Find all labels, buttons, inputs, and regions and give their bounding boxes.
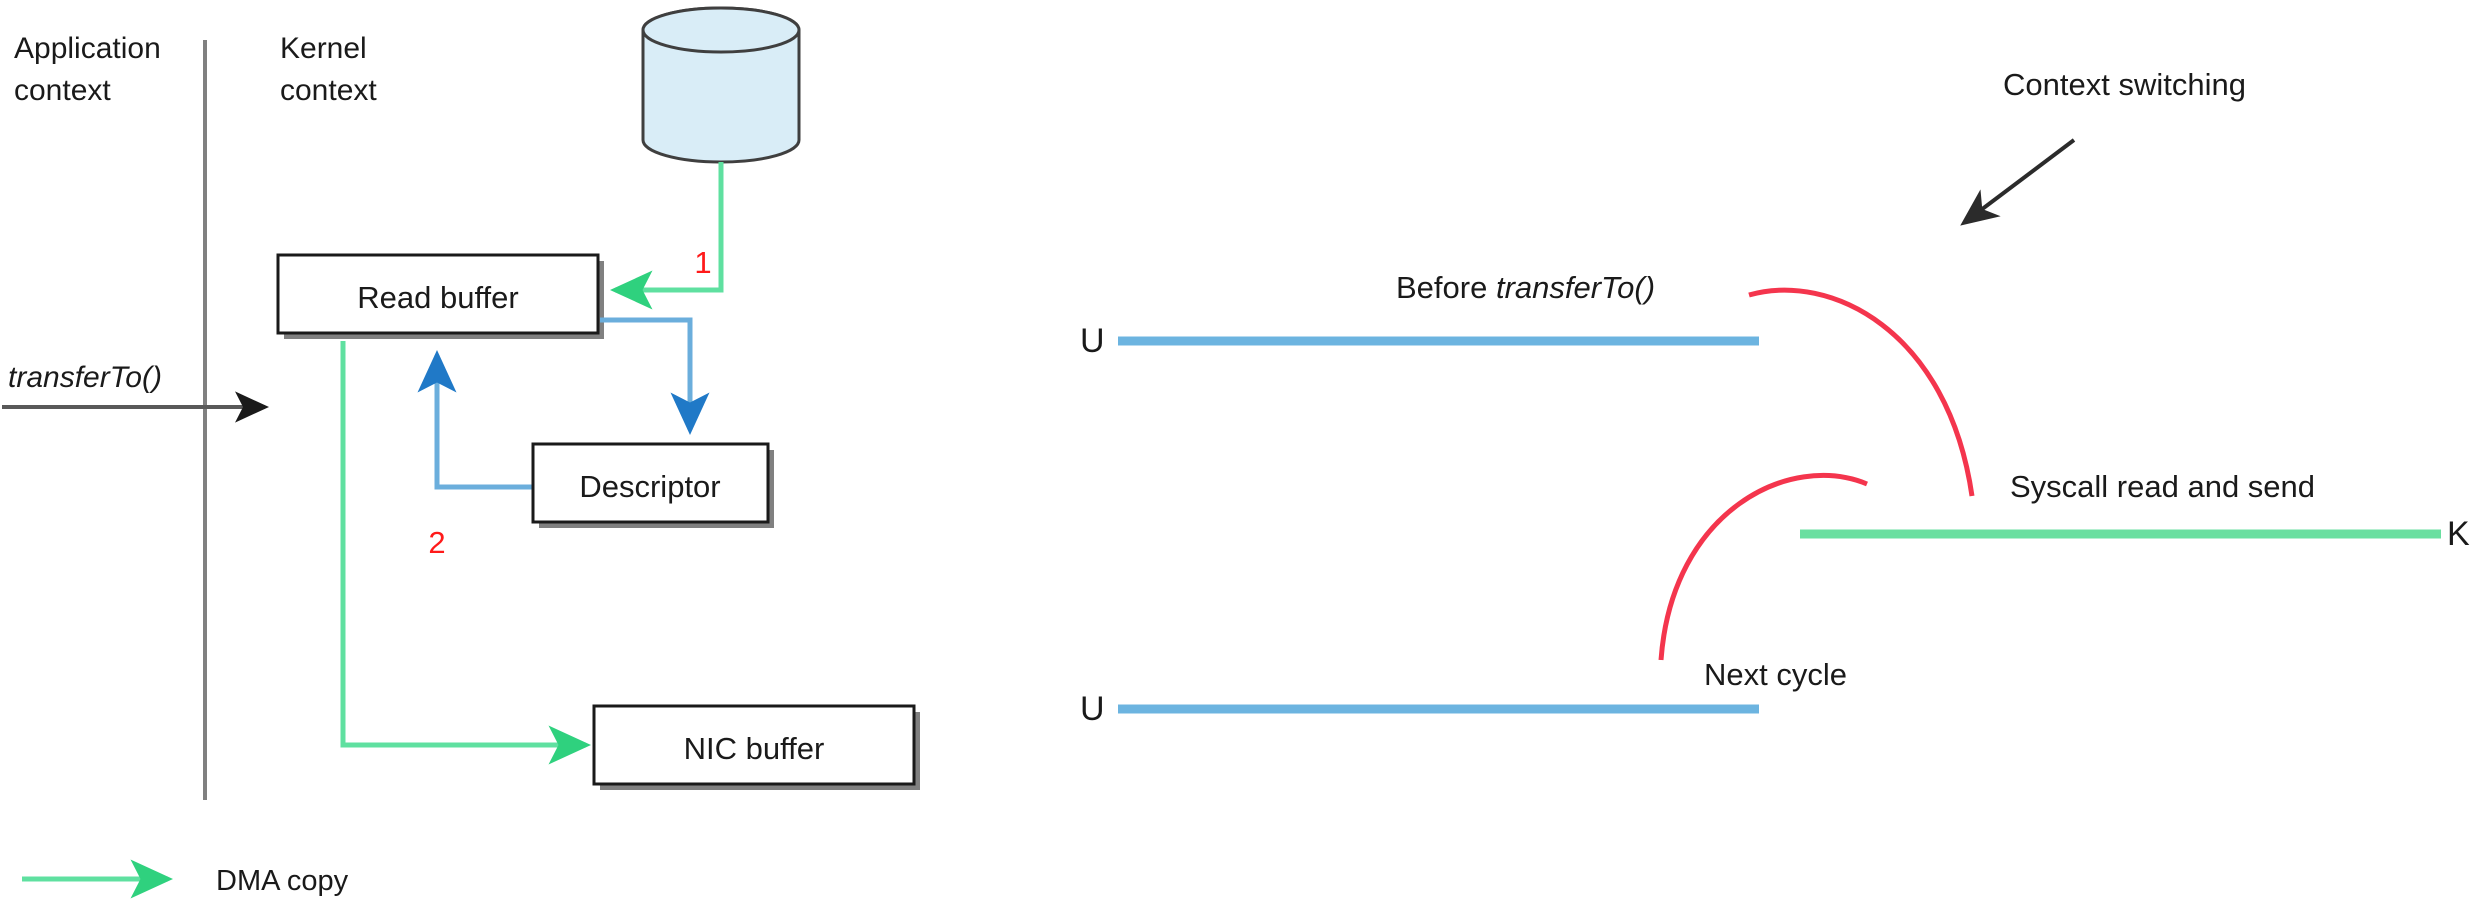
application-context-line2: context bbox=[14, 74, 111, 107]
dma-arrow-read-buffer-to-nic-buffer bbox=[340, 341, 591, 765]
legend-dma-copy-label: DMA copy bbox=[216, 865, 349, 897]
descriptor-label: Descriptor bbox=[579, 469, 720, 504]
syscall-read-and-send-annotation: Syscall read and send bbox=[2010, 469, 2315, 504]
user-mode-label-bottom: U bbox=[1080, 690, 1105, 728]
step-2-marker: 2 bbox=[428, 525, 445, 560]
read-buffer-label: Read buffer bbox=[357, 280, 518, 315]
flow-arrow-read-buffer-to-descriptor bbox=[600, 317, 710, 435]
nic-buffer-label: NIC buffer bbox=[684, 731, 825, 766]
transferto-entry-label: transferTo() bbox=[8, 361, 162, 394]
nic-buffer-box: NIC buffer bbox=[592, 704, 920, 790]
kernel-context-line1: Kernel bbox=[280, 32, 367, 65]
dma-arrow-disk-to-read-buffer bbox=[610, 162, 724, 310]
kernel-context-line2: context bbox=[280, 74, 377, 107]
descriptor-box: Descriptor bbox=[531, 442, 774, 528]
context-switching-leader-arrow bbox=[1960, 138, 2076, 226]
before-transferto-italic: transferTo() bbox=[1496, 270, 1655, 305]
svg-text:Before transferTo(): Before transferTo() bbox=[1396, 270, 1655, 305]
legend-dma-copy: DMA copy bbox=[22, 859, 349, 899]
context-switching-label: Context switching bbox=[2003, 67, 2246, 102]
next-cycle-arc bbox=[1658, 473, 1868, 661]
kernel-mode-label: K bbox=[2447, 515, 2470, 553]
before-transferto-annotation: Before transferTo() bbox=[1396, 270, 1655, 305]
step-1-marker: 1 bbox=[694, 245, 711, 280]
user-mode-label-top: U bbox=[1080, 322, 1105, 360]
context-switch-arc-down bbox=[1748, 287, 1975, 497]
disk-cylinder bbox=[641, 6, 801, 164]
context-switching-annotation: Context switching bbox=[1960, 67, 2246, 226]
before-transferto-prefix: Before bbox=[1396, 270, 1496, 305]
next-cycle-annotation: Next cycle bbox=[1704, 657, 1847, 692]
kernel-context-label: Kernel context bbox=[280, 32, 377, 107]
application-context-label: Application context bbox=[14, 32, 161, 107]
application-context-line1: Application bbox=[14, 32, 161, 65]
read-buffer-box: Read buffer bbox=[276, 253, 604, 339]
flow-arrow-descriptor-to-read-buffer bbox=[417, 350, 533, 490]
